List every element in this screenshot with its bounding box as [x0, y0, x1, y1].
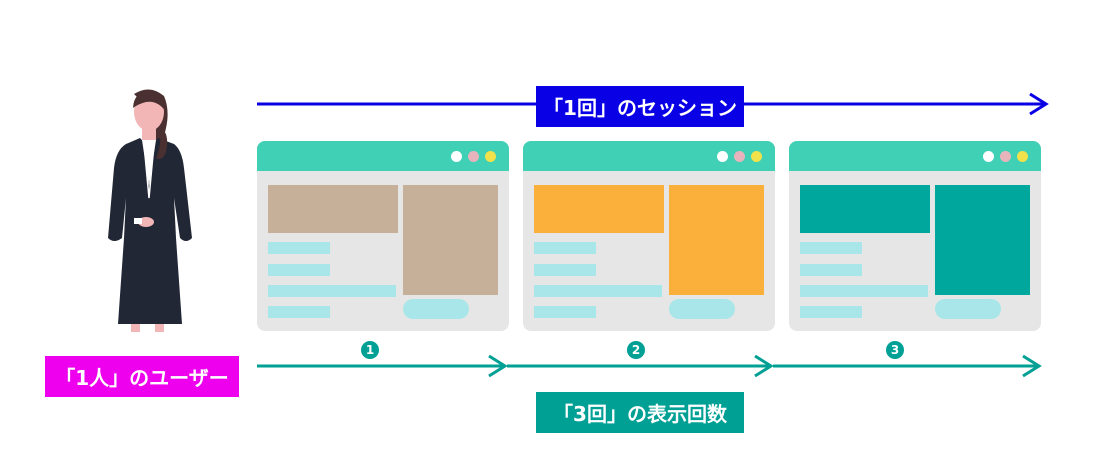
session-label: 「1回」のセッション [536, 86, 744, 127]
text-line [800, 285, 928, 297]
pageview-arrow-3 [773, 354, 1042, 378]
content-block-side [403, 185, 498, 295]
text-line [268, 285, 396, 297]
user-label: 「1人」のユーザー [45, 356, 239, 397]
window-dot-pink [734, 151, 745, 162]
window-dot-yellow [485, 151, 496, 162]
browser-window-2 [523, 141, 775, 331]
content-block-top [534, 185, 664, 233]
browser-window-1 [257, 141, 509, 331]
step-number-1: 1 [361, 341, 379, 359]
window-dot-pink [468, 151, 479, 162]
window-dot-yellow [1017, 151, 1028, 162]
window-title-bar [523, 141, 775, 171]
window-dot-white [717, 151, 728, 162]
text-line [800, 242, 862, 254]
text-line [534, 242, 596, 254]
window-dot-white [983, 151, 994, 162]
step-number-2: 2 [627, 341, 645, 359]
button-shape [669, 299, 735, 319]
content-block-top [800, 185, 930, 233]
window-title-bar [789, 141, 1041, 171]
step-number-3: 3 [886, 341, 904, 359]
text-line [534, 306, 596, 318]
content-block-top [268, 185, 398, 233]
text-line [268, 242, 330, 254]
content-block-side [669, 185, 764, 295]
user-person-illustration [108, 89, 192, 332]
pageview-arrow-1 [257, 354, 508, 378]
window-dot-yellow [751, 151, 762, 162]
button-shape [403, 299, 469, 319]
pageview-arrow-2 [507, 354, 774, 378]
content-block-side [935, 185, 1030, 295]
text-line [534, 264, 596, 276]
text-line [800, 264, 862, 276]
text-line [800, 306, 862, 318]
button-shape [935, 299, 1001, 319]
text-line [268, 306, 330, 318]
text-line [268, 264, 330, 276]
window-dot-white [451, 151, 462, 162]
browser-window-3 [789, 141, 1041, 331]
window-title-bar [257, 141, 509, 171]
window-dot-pink [1000, 151, 1011, 162]
pageview-label: 「3回」の表示回数 [536, 392, 744, 433]
text-line [534, 285, 662, 297]
